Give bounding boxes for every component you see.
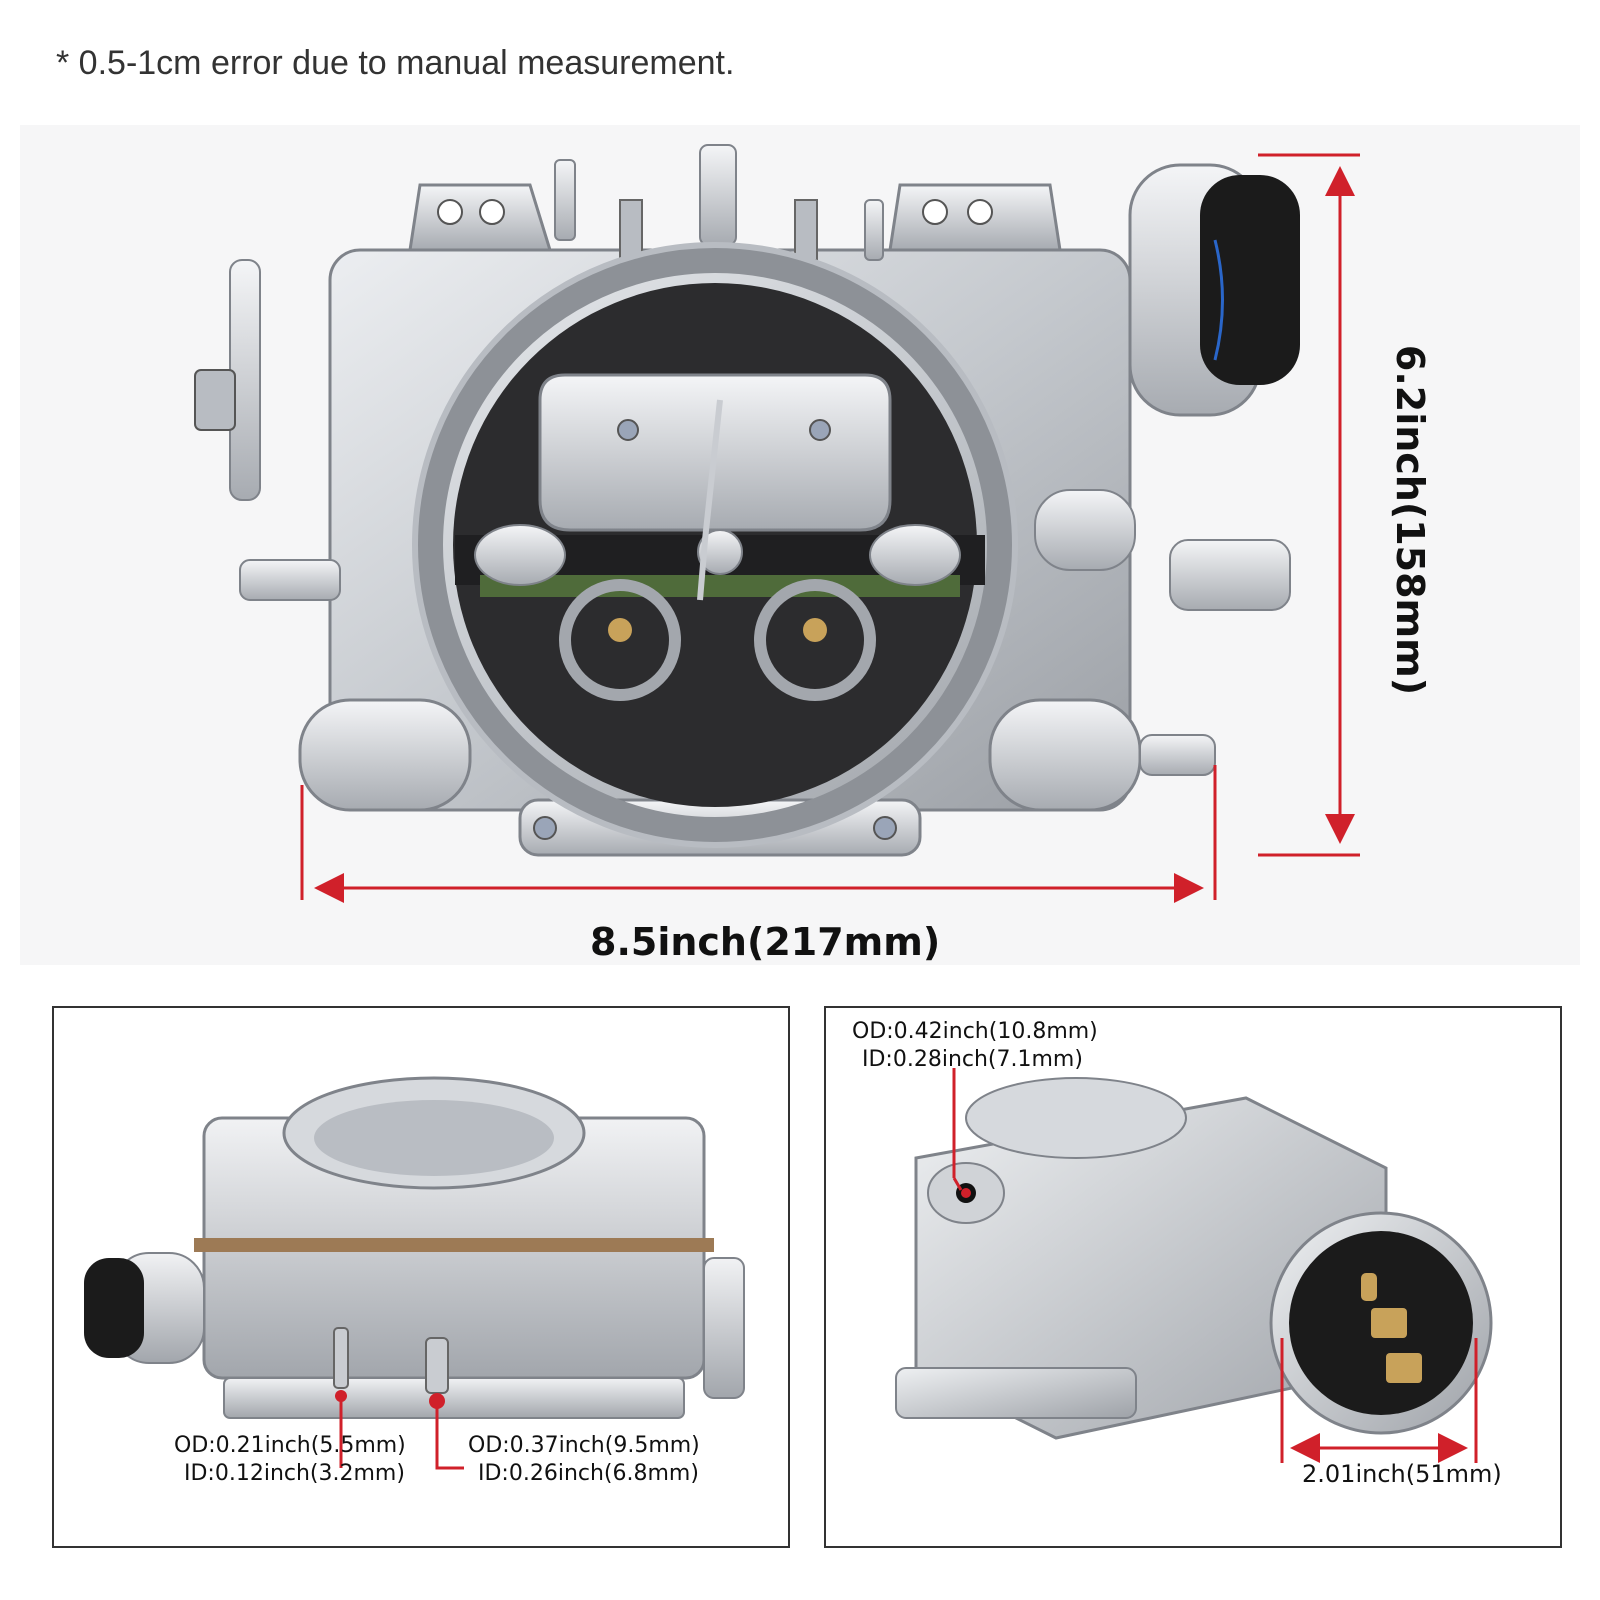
- measurement-note: * 0.5-1cm error due to manual measuremen…: [56, 44, 735, 82]
- air-horn: [412, 242, 1018, 848]
- carburetor-side-view: [84, 1076, 745, 1470]
- width-dimension: [300, 765, 1217, 903]
- choke-view-panel: OD:0.42inch(10.8mm) ID:0.28inch(7.1mm) 2…: [824, 1006, 1562, 1548]
- spec-small-nipple-id: ID:0.12inch(3.2mm): [184, 1461, 405, 1486]
- spec-fuel-inlet: OD:0.42inch(10.8mm) ID:0.28inch(7.1mm): [852, 1018, 1098, 1074]
- spec-center-nipple-id: ID:0.26inch(6.8mm): [478, 1461, 699, 1486]
- spec-fuel-inlet-od: OD:0.42inch(10.8mm): [852, 1019, 1098, 1044]
- carburetor-top-view: [194, 144, 1360, 903]
- choke-width-label: 2.01inch(51mm): [1302, 1460, 1502, 1488]
- spec-center-nipple: OD:0.37inch(9.5mm) ID:0.26inch(6.8mm): [468, 1432, 700, 1488]
- spec-fuel-inlet-id: ID:0.28inch(7.1mm): [862, 1047, 1083, 1072]
- spec-center-nipple-od: OD:0.37inch(9.5mm): [468, 1433, 700, 1458]
- spec-small-nipple-od: OD:0.21inch(5.5mm): [174, 1433, 406, 1458]
- spec-small-nipple: OD:0.21inch(5.5mm) ID:0.12inch(3.2mm): [174, 1432, 406, 1488]
- width-dimension-label: 8.5inch(217mm): [590, 920, 941, 964]
- carburetor-angled-view: [895, 1068, 1493, 1463]
- height-dimension-label: 6.2inch(158mm): [1388, 344, 1432, 696]
- height-dimension: [1258, 153, 1360, 857]
- side-view-panel: OD:0.21inch(5.5mm) ID:0.12inch(3.2mm) OD…: [52, 1006, 790, 1548]
